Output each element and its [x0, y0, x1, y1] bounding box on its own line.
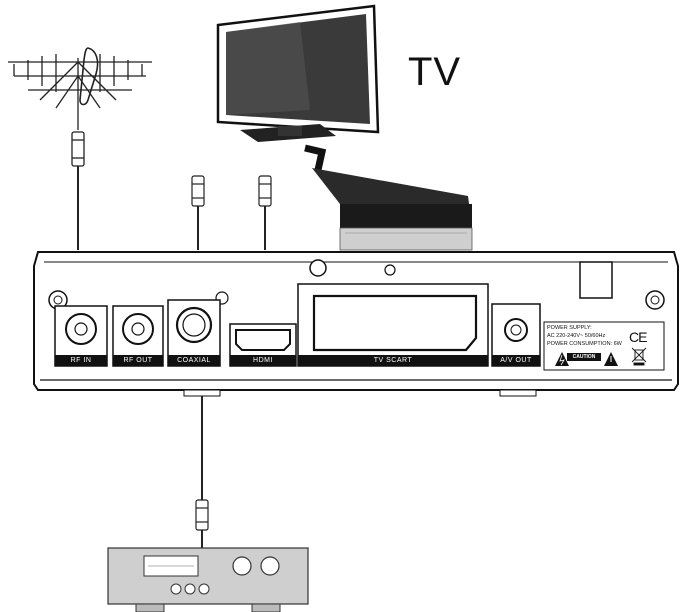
scart-plug-icon: [304, 144, 473, 251]
tv-label: TV: [408, 50, 462, 94]
hdmi-plug-icon: [258, 175, 272, 207]
coaxial-plug-icon: [191, 175, 205, 207]
receiver-back-panel: [33, 251, 679, 397]
amplifier-icon: [107, 547, 309, 612]
ce-mark: CE: [629, 329, 647, 345]
power-supply-label: POWER SUPPLY:: [547, 325, 592, 331]
warning-icon: [604, 352, 618, 366]
port-label-rf-out: RF OUT: [123, 357, 153, 364]
port-label-hdmi: HDMI: [253, 357, 273, 364]
lightning-warning-icon: [555, 352, 569, 366]
power-consumption-text: POWER CONSUMPTION: 6W: [547, 341, 622, 347]
tv-icon: [216, 4, 380, 142]
weee-bin-icon: [631, 347, 647, 366]
power-voltage-text: AC 220-240V~ 50/60Hz: [547, 333, 606, 339]
port-label-rf-in: RF IN: [70, 357, 92, 364]
caution-label: CAUTION: [567, 353, 601, 361]
antenna-icon: [8, 47, 152, 167]
port-label-tv-scart: TV SCART: [373, 357, 413, 364]
port-label-av-out: A/V OUT: [500, 357, 532, 364]
port-label-coaxial: COAXIAL: [177, 357, 211, 364]
rf-plug-icon: [195, 499, 209, 531]
